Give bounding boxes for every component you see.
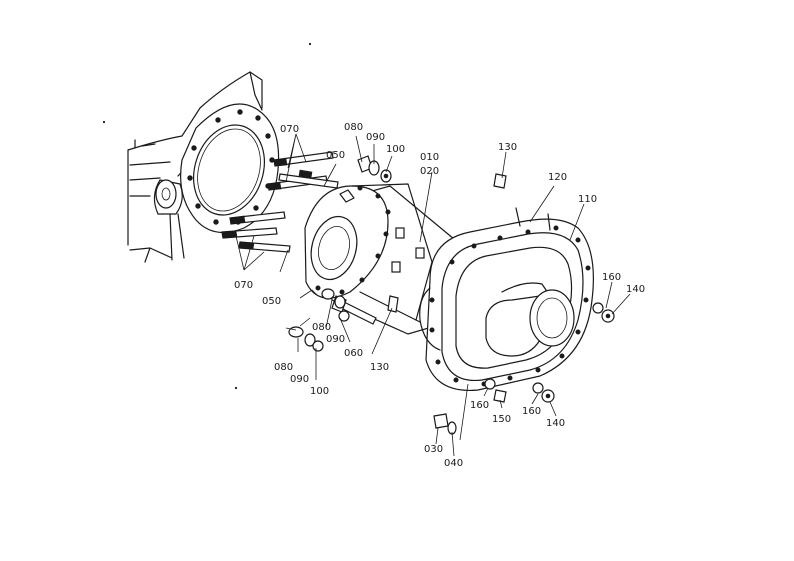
label-080-mid: 080 — [312, 322, 331, 333]
label-010: 010 — [420, 152, 439, 163]
nut-washer-right-lower — [532, 382, 555, 403]
label-080-lower: 080 — [274, 362, 293, 373]
label-140-lower-right: 140 — [546, 418, 565, 429]
label-060: 060 — [344, 348, 363, 359]
label-100-upper: 100 — [386, 144, 405, 155]
label-020: 020 — [420, 166, 439, 177]
bolt-130-upper — [493, 173, 507, 189]
nut-washer-right-upper — [592, 302, 615, 323]
final-drive-case — [419, 207, 594, 392]
studs-upper — [267, 151, 339, 191]
washers-nuts-mid — [321, 288, 350, 322]
label-150: 150 — [492, 414, 511, 425]
label-100-lower: 100 — [310, 386, 329, 397]
label-160-lower-right: 160 — [522, 406, 541, 417]
label-090-lower: 090 — [290, 374, 309, 385]
label-110: 110 — [578, 194, 597, 205]
label-120: 120 — [548, 172, 567, 183]
studs-lower — [221, 211, 291, 253]
label-050-upper: 050 — [326, 150, 345, 161]
washers-nuts-upper — [357, 155, 392, 183]
label-140-right: 140 — [626, 284, 645, 295]
label-090-mid: 090 — [326, 334, 345, 345]
label-070-upper: 070 — [280, 124, 299, 135]
stray-marks — [102, 42, 312, 390]
housing-flange — [180, 103, 280, 234]
plug-030-040 — [433, 413, 457, 435]
bolt-130-lower — [387, 295, 399, 313]
label-130-upper: 130 — [498, 142, 517, 153]
bolt-150 — [484, 378, 507, 403]
label-160-right: 160 — [602, 272, 621, 283]
label-080-upper: 080 — [344, 122, 363, 133]
leader-lines — [235, 133, 631, 457]
label-040: 040 — [444, 458, 463, 469]
label-090-upper: 090 — [366, 132, 385, 143]
label-130-lower: 130 — [370, 362, 389, 373]
label-050-lower: 050 — [262, 296, 281, 307]
label-030: 030 — [424, 444, 443, 455]
label-160-bottom: 160 — [470, 400, 489, 411]
part-labels: 070 050 080 090 100 010 020 130 120 110 … — [234, 122, 645, 469]
transmission-housing — [127, 71, 263, 263]
label-070-lower: 070 — [234, 280, 253, 291]
